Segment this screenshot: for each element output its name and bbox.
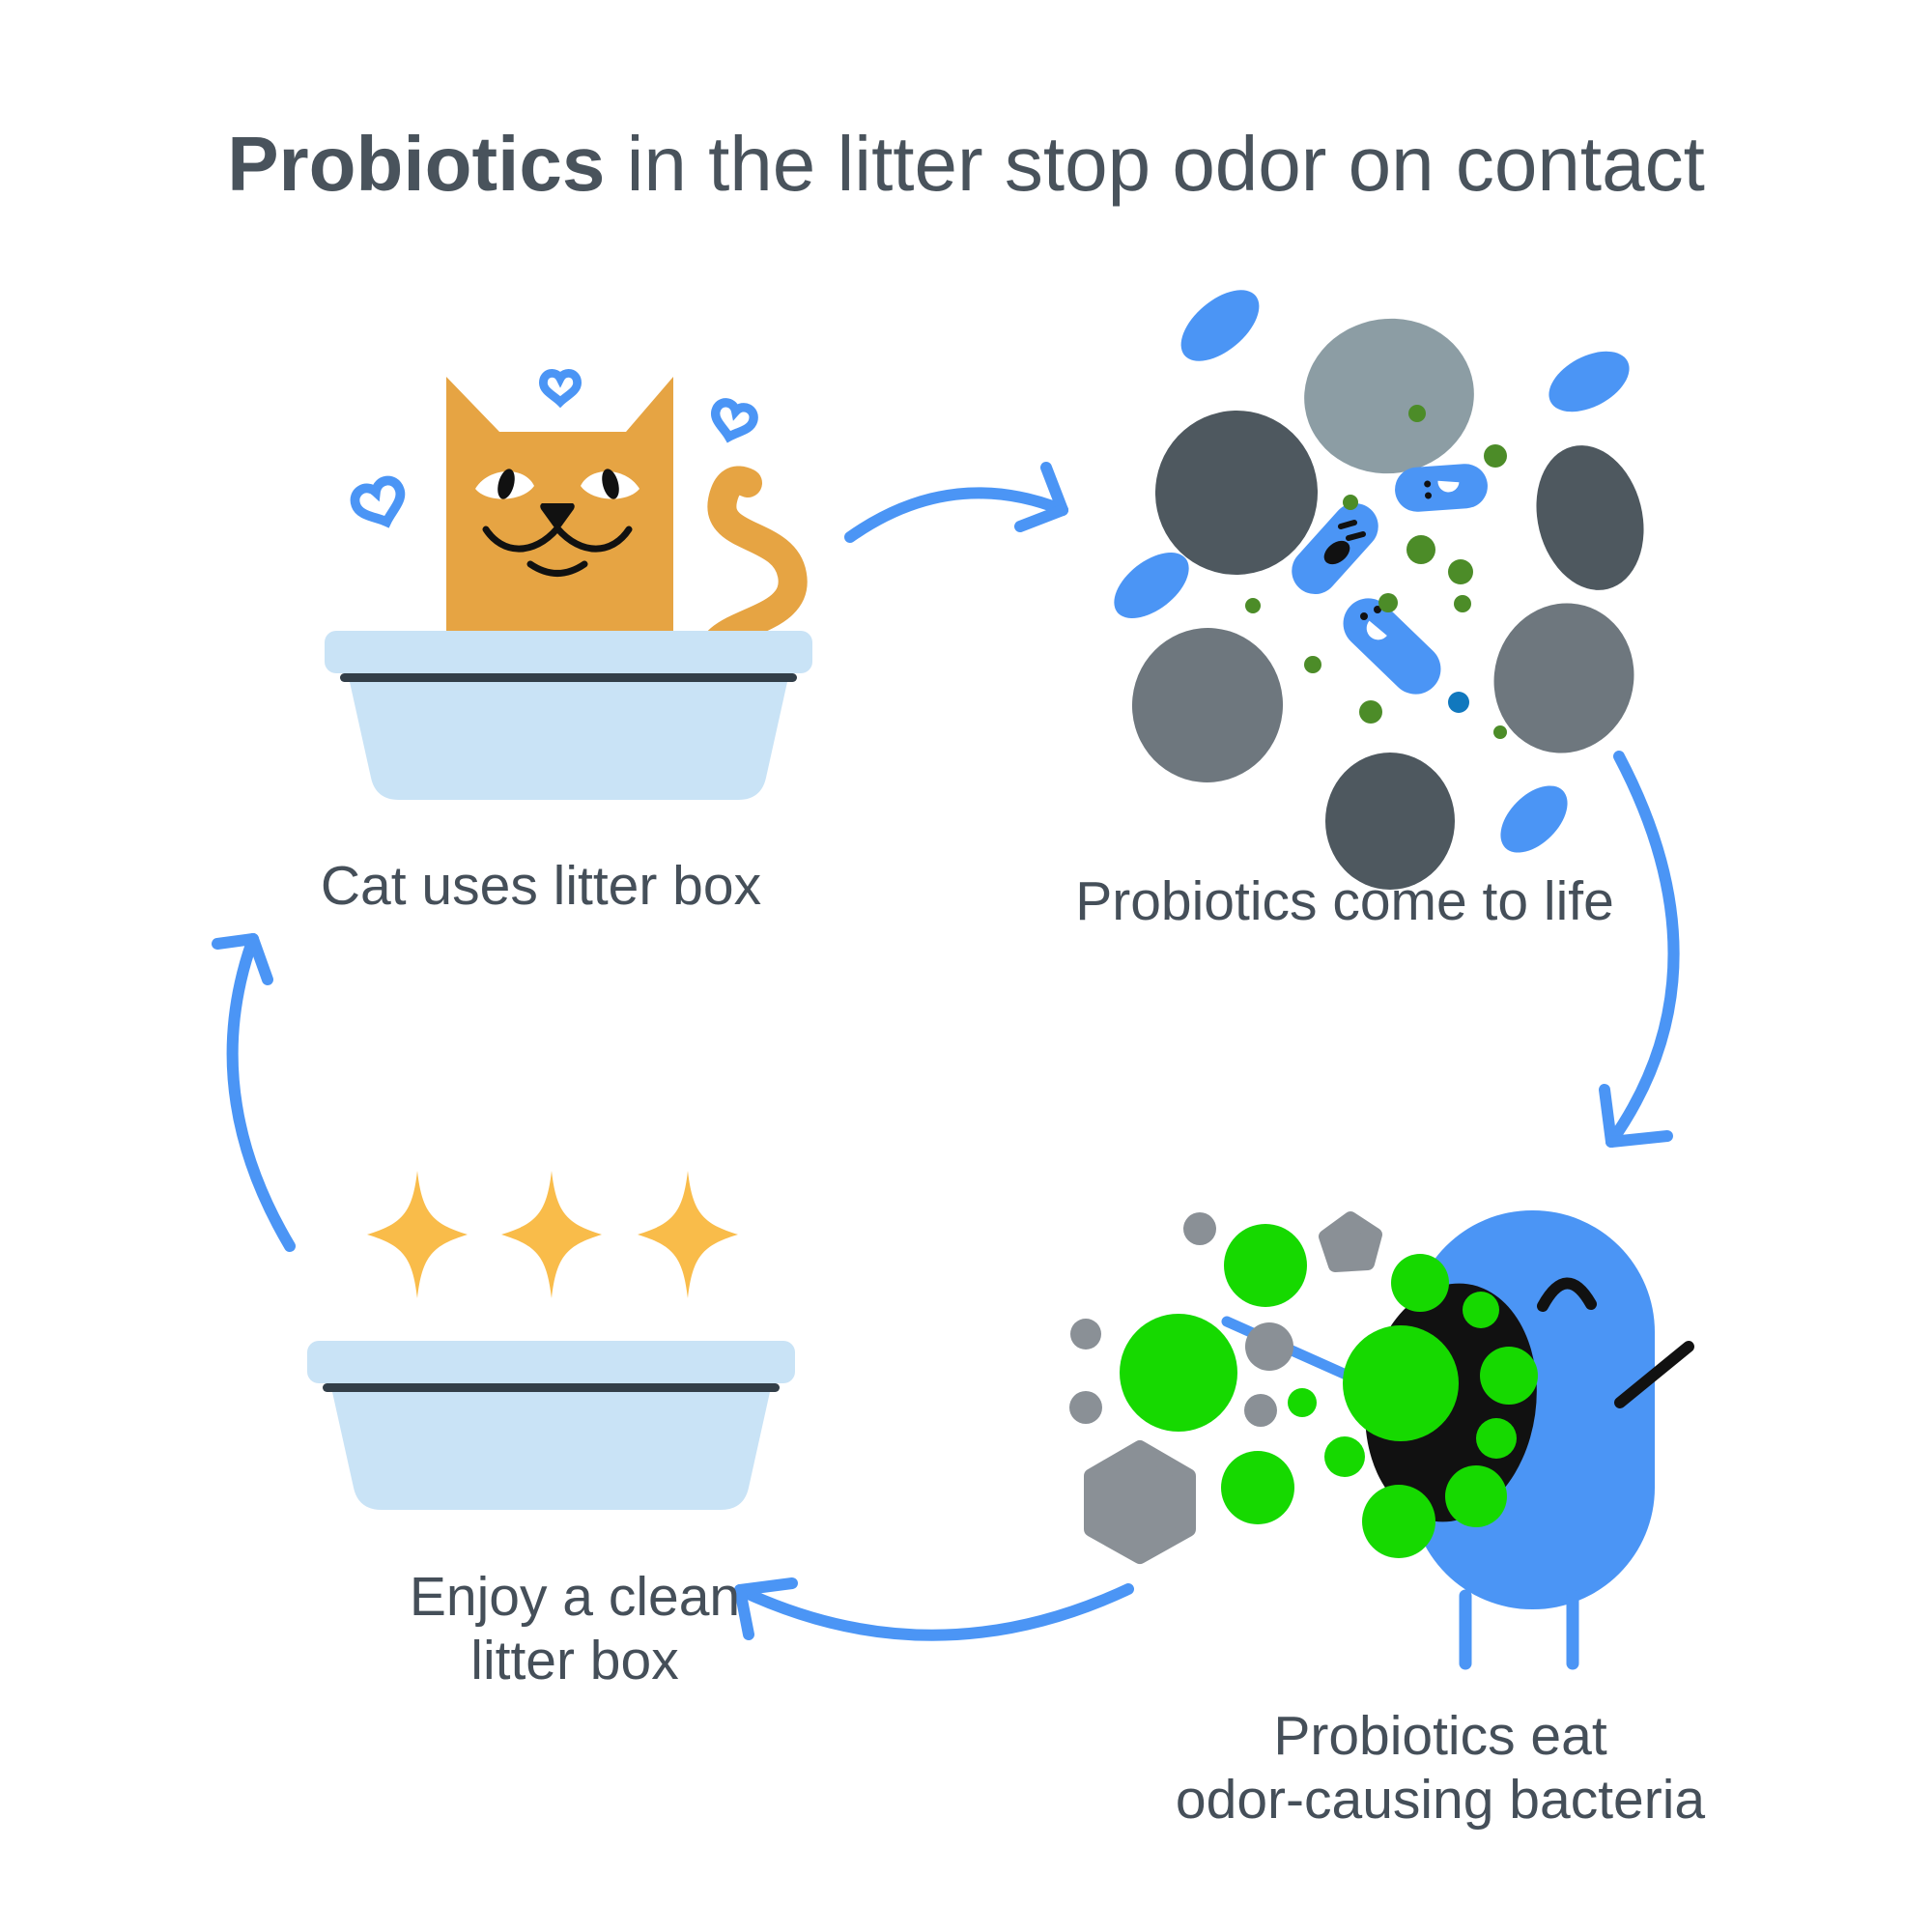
bacteria-particles-gray — [1069, 1211, 1382, 1564]
probiotic-capsule — [1114, 553, 1189, 618]
litter-box-illustration — [307, 1341, 795, 1510]
probiotic-eating-bacteria-illustration — [1069, 1210, 1694, 1670]
sparkle-icon — [367, 1171, 468, 1298]
cat-tail — [696, 466, 808, 679]
probiotic-capsule-yawning — [1292, 502, 1378, 595]
bacteria-in-mouth — [1343, 1254, 1538, 1558]
heart-icon — [710, 400, 755, 441]
probiotic-capsule — [1500, 785, 1568, 853]
waste-blob — [1493, 603, 1634, 753]
caption-cat-uses-litter-box: Cat uses litter box — [320, 855, 762, 917]
waste-blob — [1325, 753, 1455, 890]
heart-icon — [543, 373, 577, 402]
cycle-arrow-icon — [734, 1577, 1134, 1641]
cat-nose — [540, 503, 575, 529]
title-bold: Probiotics — [227, 121, 606, 207]
sparkle-icon — [638, 1171, 738, 1298]
bacteria-particles-green — [1120, 1224, 1365, 1524]
page-title: Probiotics in the litter stop odor on co… — [0, 118, 1932, 211]
probiotic-happy-eye — [1537, 1277, 1597, 1312]
cycle-arrow-icon — [212, 933, 296, 1252]
probiotic-arm-right — [1614, 1341, 1694, 1408]
caption-enjoy-clean-litter-box: Enjoy a clean litter box — [409, 1566, 741, 1691]
probiotic-capsule — [1180, 290, 1260, 361]
waste-blob — [1536, 445, 1644, 590]
cat-in-litter-box-illustration — [325, 373, 812, 800]
probiotic-capsule-smiling — [1343, 598, 1441, 695]
cycle-arrow-icon — [844, 462, 1068, 543]
clean-litter-box-illustration — [307, 1171, 795, 1510]
probiotics-cluster-illustration — [1114, 290, 1644, 890]
waste-blob — [1154, 411, 1319, 575]
sparkle-icon — [501, 1171, 602, 1298]
cat-chin-smile — [526, 560, 588, 577]
cat-pupil-right — [602, 469, 619, 499]
probiotic-capsule-awake — [1395, 464, 1488, 512]
cat-pupil-left — [497, 469, 515, 499]
heart-icon — [352, 477, 409, 529]
waste-blob — [1304, 318, 1474, 474]
caption-probiotics-eat-bacteria: Probiotics eat odor-causing bacteria — [1175, 1705, 1706, 1831]
litter-box-illustration — [325, 631, 812, 800]
cycle-arrow-icon — [1599, 751, 1680, 1148]
blue-dot — [1448, 692, 1469, 713]
caption-probiotics-come-to-life: Probiotics come to life — [1075, 870, 1614, 932]
probiotic-capsule — [1548, 351, 1630, 412]
title-rest: in the litter stop odor on contact — [605, 121, 1705, 207]
nutrient-dots — [1245, 405, 1507, 739]
cat-smile — [482, 523, 633, 553]
waste-blob — [1131, 628, 1284, 782]
